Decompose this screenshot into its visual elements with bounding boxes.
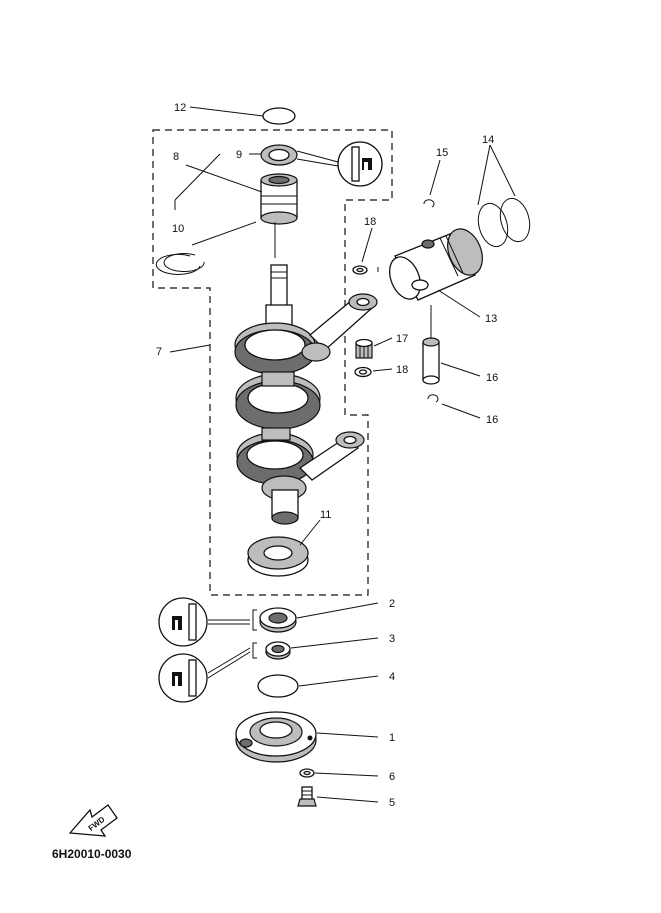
part-7-crankshaft <box>234 264 321 525</box>
callout-3: 3 <box>389 633 395 645</box>
callout-18-upper: 18 <box>364 216 376 228</box>
assembly-7-boundary <box>152 129 393 596</box>
callout-10: 10 <box>172 223 184 235</box>
grease-symbol-icon <box>158 653 208 703</box>
part-10-snap-ring <box>155 253 205 275</box>
part-18-washer-lower <box>354 366 372 378</box>
grease-symbol-icon <box>337 141 383 187</box>
callout-1: 1 <box>389 732 395 744</box>
callout-18-lower: 18 <box>396 364 408 376</box>
fwd-arrow-icon: FWD <box>68 804 118 837</box>
callout-4: 4 <box>389 671 395 683</box>
part-6-washer <box>299 768 315 778</box>
lower-connecting-rod <box>298 431 365 481</box>
callout-17: 17 <box>396 333 408 345</box>
part-14-piston-rings <box>477 197 531 248</box>
diagram-code: 6H20010-0030 <box>52 847 132 861</box>
callout-15-label: 16 <box>486 372 498 384</box>
part-16-clip-upper <box>423 199 435 208</box>
part-4-gasket <box>257 674 299 698</box>
callout-16-upper: 15 <box>436 147 448 159</box>
part-3-oil-seal <box>265 641 291 660</box>
callout-7: 7 <box>156 346 162 358</box>
part-18-washer-upper <box>352 265 368 275</box>
leader-lines <box>169 106 516 803</box>
part-15-piston-pin <box>422 337 440 385</box>
upper-connecting-rod <box>301 293 378 362</box>
grease-symbol-icon <box>158 597 208 647</box>
part-2-oil-seal <box>259 607 297 633</box>
part-13-piston <box>388 228 483 301</box>
part-12-seal-disc <box>262 107 296 125</box>
callout-5: 5 <box>389 797 395 809</box>
part-5-bolt <box>297 786 317 807</box>
callout-8: 8 <box>173 151 179 163</box>
callout-9: 9 <box>236 149 242 161</box>
callout-13: 13 <box>485 313 497 325</box>
part-8-bearing <box>260 173 298 225</box>
part-11-lower-bearing <box>247 536 309 577</box>
callout-2: 2 <box>389 598 395 610</box>
callout-14: 14 <box>482 134 494 146</box>
part-17-needle-bearing <box>355 338 373 359</box>
part-1-bearing-housing <box>235 711 317 763</box>
callout-6: 6 <box>389 771 395 783</box>
callout-16-lower: 16 <box>486 414 498 426</box>
part-9-oil-seal <box>260 144 298 166</box>
callout-12: 12 <box>174 102 186 114</box>
part-16-clip-lower <box>427 394 439 403</box>
callout-11: 11 <box>320 509 331 521</box>
